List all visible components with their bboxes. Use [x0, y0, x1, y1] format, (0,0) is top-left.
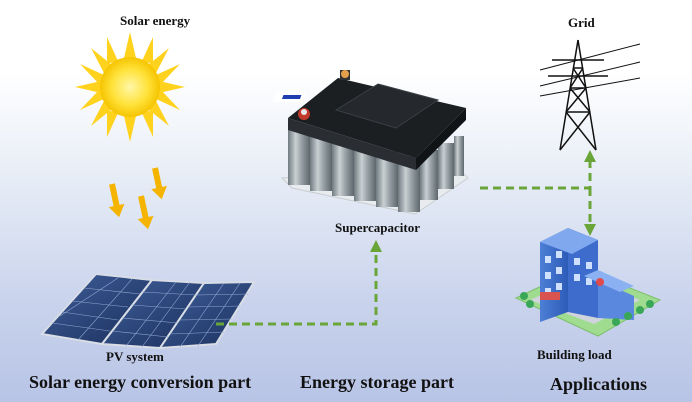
grid-label: Grid: [568, 15, 595, 30]
storage-section-title: Energy storage part: [300, 372, 454, 392]
sunlight-arrows-icon: [108, 167, 167, 230]
arrow-down-building-icon: [584, 224, 596, 236]
building-icon: [514, 228, 662, 337]
supercapacitor-icon: [272, 70, 469, 215]
pv-to-supercap-line: [216, 250, 378, 326]
applications-section-title: Applications: [550, 374, 648, 394]
conversion-section-title: Solar energy conversion part: [29, 372, 252, 392]
arrow-up-grid-icon: [584, 150, 596, 162]
building-load-label: Building load: [537, 347, 612, 362]
pv-panels-icon: [40, 272, 256, 350]
sun-icon: [75, 32, 185, 142]
supercapacitor-label: Supercapacitor: [335, 220, 420, 235]
supercap-to-grid-line: [480, 160, 592, 190]
pv-system-label: PV system: [106, 349, 164, 364]
grid-tower-icon: [539, 39, 641, 151]
flow-lines: [216, 160, 592, 326]
solar-energy-label: Solar energy: [120, 13, 191, 28]
arrow-up-supercap-icon: [370, 240, 382, 252]
